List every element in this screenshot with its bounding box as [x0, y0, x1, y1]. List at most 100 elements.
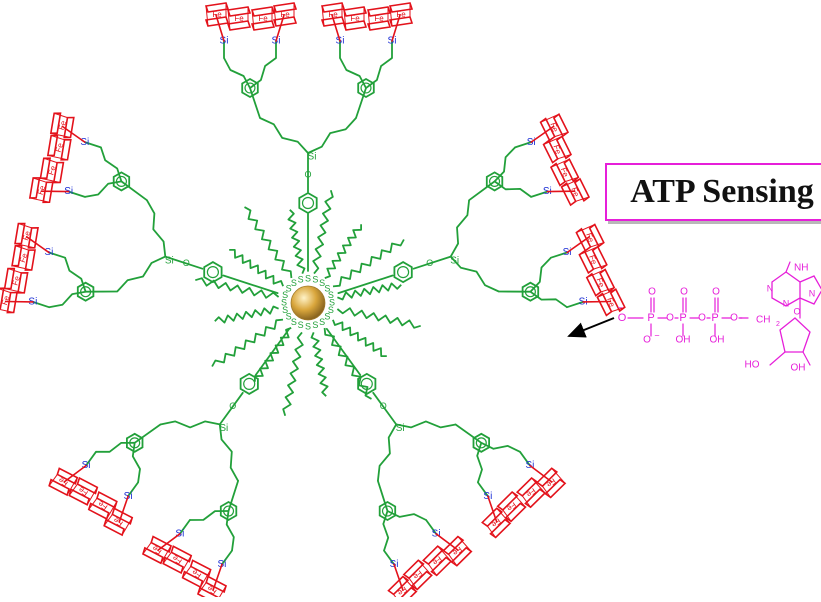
sulfur-label: S — [319, 317, 325, 327]
iron-label: Fe — [374, 14, 384, 23]
alkyl-thiol-chain — [255, 328, 291, 382]
branch-chain — [366, 58, 392, 88]
ferrocene: Fe — [390, 3, 412, 26]
iron-label: Fe — [396, 10, 406, 19]
iron-label: Fe — [350, 14, 360, 23]
branch-chain — [530, 292, 567, 308]
sulfur-label: S — [298, 275, 304, 285]
atp-ch2: CH — [756, 315, 770, 326]
branch-chain — [147, 200, 165, 256]
ferrocene: Fe — [206, 3, 228, 26]
ferrocene: Fe — [103, 506, 134, 538]
atp-nitrogen: N — [809, 288, 816, 298]
branch-chain — [340, 58, 366, 88]
alkyl-thiol-chain — [215, 307, 279, 323]
branch-chain — [101, 147, 122, 181]
ferrocene: Fe — [481, 507, 512, 539]
linker-bond — [256, 329, 290, 375]
iron-label: Fe — [76, 485, 89, 498]
atp-sensing-label-box: ATP Sensing — [605, 163, 821, 221]
iron-label: Fe — [56, 475, 69, 488]
branch-chain — [451, 200, 469, 256]
branch-chain — [260, 118, 308, 153]
branch-chain — [388, 511, 427, 520]
alkyl-thiol-chain — [325, 224, 361, 278]
iron-label: Fe — [524, 486, 537, 499]
arrow-line — [569, 318, 614, 336]
alkyl-thiol-chain — [337, 308, 420, 328]
sulfur-label: S — [298, 320, 304, 330]
atp-ribose — [780, 318, 810, 352]
atp-oxygen: O — [730, 313, 738, 324]
branch-chain — [481, 443, 520, 452]
iron-label: Fe — [505, 500, 518, 513]
iron-label: Fe — [258, 14, 268, 23]
gold-nanoparticle — [291, 286, 325, 320]
iron-label: Fe — [212, 10, 222, 19]
iron-label: Fe — [559, 166, 571, 178]
benzene-ring-ring — [244, 378, 255, 389]
ferrocene: Fe — [274, 3, 296, 26]
sulfur-label: S — [312, 320, 318, 330]
iron-label: Fe — [205, 583, 218, 596]
atp-bond — [786, 262, 790, 272]
sulfur-label: S — [305, 321, 311, 331]
ferrocene: Fe — [87, 490, 118, 522]
sulfur-label: S — [312, 275, 318, 285]
branch-chain — [224, 58, 250, 88]
atp-nh2: NH — [794, 263, 808, 274]
alkyl-thiol-chain — [283, 332, 303, 415]
atp-oh-sugar: OH — [791, 363, 806, 374]
ferrocene: Fe — [322, 3, 344, 26]
branch-chain — [308, 118, 356, 153]
linker-bond — [373, 393, 396, 425]
iron-label: Fe — [190, 567, 203, 580]
sulfur-label: S — [291, 317, 297, 327]
atp-oxygen: O — [680, 287, 688, 298]
atp-oxygen: O — [698, 313, 706, 324]
iron-label: Fe — [584, 232, 596, 244]
iron-label: Fe — [395, 585, 408, 597]
ferrocene: Fe — [48, 466, 79, 498]
atp-bond — [770, 352, 785, 365]
binding-arrow — [569, 318, 614, 336]
silicon-label-core: Si — [165, 255, 174, 266]
alkyl-thiol-chain — [288, 210, 304, 274]
alkyl-thiol-chain — [333, 320, 387, 356]
branch-chain — [250, 58, 276, 88]
branch-chain — [477, 443, 482, 483]
branch-chain — [85, 181, 122, 197]
atp-oh: OH — [676, 335, 691, 346]
sulfur-label: S — [328, 290, 334, 300]
iron-label: Fe — [170, 553, 183, 566]
atp-sensing-title: ATP Sensing — [630, 173, 814, 211]
atp-oh: OH — [710, 335, 725, 346]
benzene-ring-ring — [398, 267, 409, 278]
branch-chain — [495, 181, 531, 197]
ferrocene: Fe — [576, 224, 605, 252]
ferrocene: Fe — [344, 7, 366, 30]
branch-chain — [495, 147, 515, 181]
ferrocene: Fe — [442, 535, 473, 567]
branch-chain — [49, 292, 86, 308]
iron-label: Fe — [569, 186, 581, 198]
benzene-ring-ring — [303, 198, 314, 209]
iron-label: Fe — [430, 554, 443, 567]
branch-chain — [160, 421, 219, 427]
iron-label: Fe — [111, 515, 124, 528]
ferrocene: Fe — [141, 534, 172, 566]
atp-o-minus-bottom: O — [643, 335, 651, 346]
sulfur-label: S — [291, 278, 297, 288]
alkyl-thiol-chain — [312, 332, 328, 396]
branch-chain — [117, 257, 165, 292]
linker-bond — [327, 329, 361, 375]
alkyl-thiol-chain — [195, 278, 278, 298]
ferrocene: Fe — [368, 7, 390, 30]
ferrocene: Fe — [536, 467, 567, 499]
ferrocene: Fe — [540, 113, 569, 141]
atp-nitrogen: N — [767, 283, 774, 293]
atp-ho: HO — [745, 360, 760, 371]
atp-phosphorus: P — [711, 312, 718, 324]
